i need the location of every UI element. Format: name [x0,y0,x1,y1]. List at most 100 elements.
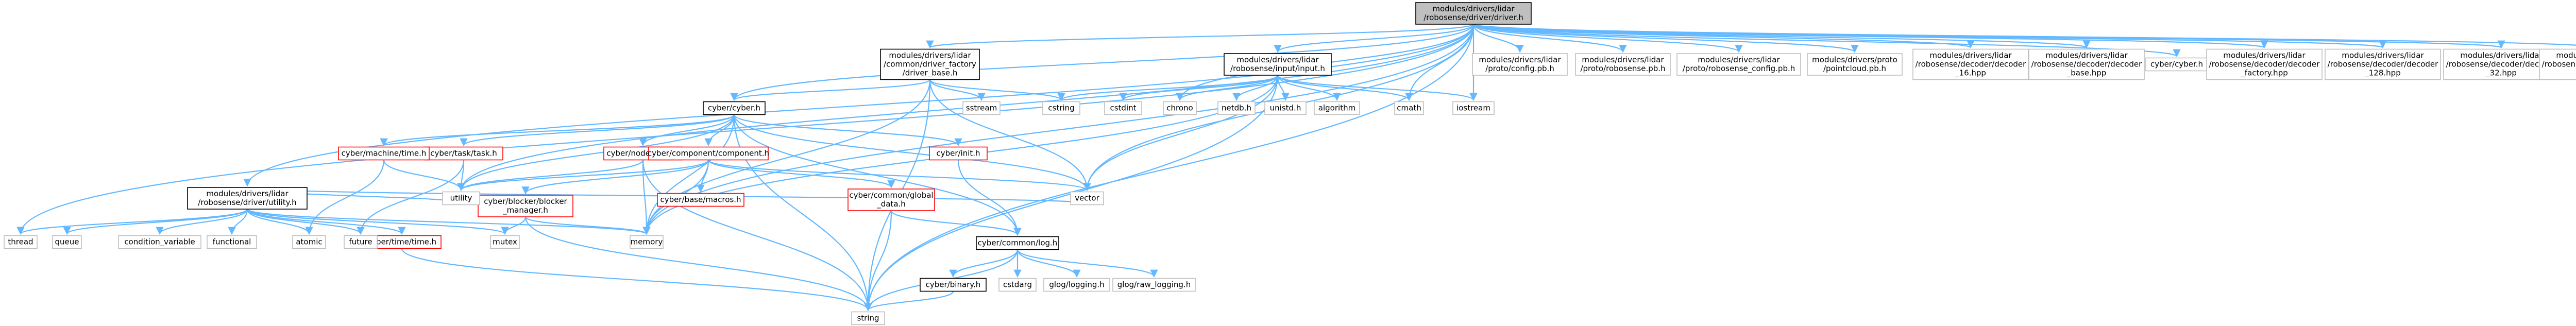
node-cyber_macros[interactable]: cyber/base/macros.h [657,193,744,207]
node-label: thread [8,237,33,247]
edge-component-to-utility [457,159,709,192]
node-label: iostream [1456,104,1490,113]
node-label: vector [1075,194,1099,203]
node-mutex[interactable]: mutex [490,235,520,249]
node-cstring[interactable]: cstring [1042,101,1080,115]
edge-root-to-memory [642,24,1475,235]
node-component[interactable]: cyber/component/component.h [648,146,769,161]
edge-utility_h-to-thread [16,209,248,235]
node-sstream[interactable]: sstream [962,101,1001,115]
node-box [1112,278,1196,292]
node-netdb[interactable]: netdb.h [1217,101,1256,115]
node-pointcloud_pb[interactable]: modules/drivers/proto/pointcloud.pb.h [1807,53,1903,76]
node-cyber_h[interactable]: cyber/cyber.h [703,101,766,115]
edge-root-to-cyber_h [730,24,1475,101]
node-box [1472,53,1568,76]
node-iostream[interactable]: iostream [1452,101,1495,115]
node-atomic[interactable]: atomic [292,235,326,249]
node-box [4,235,38,249]
node-config_pb[interactable]: modules/drivers/lidar/proto/config.pb.h [1472,53,1568,76]
edge-root-to-config_pb [1472,24,1524,53]
node-blocker[interactable]: cyber/blocker/blocker_manager.h [478,195,573,217]
node-box [1415,2,1532,25]
node-string[interactable]: string [851,311,885,325]
node-robosense_pb[interactable]: modules/drivers/lidar/proto/robosense.pb… [1575,53,1671,76]
node-box [630,235,664,249]
node-decoder128[interactable]: modules/drivers/lidar/robosense/decoder/… [2325,48,2441,80]
edge-utility_h-to-memory [246,208,651,235]
node-memory[interactable]: memory [630,235,664,249]
node-label: /proto/robosense.pb.h [1580,64,1665,73]
node-box [703,101,766,115]
node-input_h[interactable]: modules/drivers/lidar/robosense/input/in… [1224,53,1332,76]
node-label: /robosense/decoder/decoder [2328,60,2438,69]
node-box [929,146,988,161]
node-unistd[interactable]: unistd.h [1264,101,1307,115]
node-box [1217,101,1256,115]
node-cyber_task[interactable]: cyber/task/task.h [424,146,503,161]
edge-cyber_h-to-utility [457,114,735,192]
node-box [442,191,480,205]
node-label: /robosense/decoder/decoder [2209,60,2320,69]
node-thread[interactable]: thread [4,235,38,249]
node-statemachine2[interactable]: cyber/machine/time.h [338,146,430,161]
node-label: chrono [1166,104,1193,113]
node-queue[interactable]: queue [52,235,82,249]
node-condvar[interactable]: condition_variable [118,235,201,249]
node-label: modules/drivers/lidar [206,189,289,198]
node-label: cyber/common/log.h [978,238,1058,248]
edge-utility_h-to-mutex [246,208,509,235]
edge-cyber_h-to-memory [642,114,735,235]
node-glog[interactable]: glog/logging.h [1043,278,1110,292]
edge-blocker-to-memory [524,216,651,235]
node-box [962,101,1001,115]
node-cstdint[interactable]: cstdint [1104,101,1142,115]
node-label: cyber/blocker/blocker [484,197,567,206]
node-chrono[interactable]: chrono [1163,101,1197,115]
node-global_data[interactable]: cyber/common/global_data.h [848,188,935,211]
edge-root-to-utility_h [243,24,1475,187]
node-log_h[interactable]: cyber/common/log.h [976,236,1059,250]
edge-root-to-string [864,24,1475,312]
node-label: modules/drivers/lidar [1698,55,1780,64]
node-label: cyber/common/global [849,191,933,200]
node-decoder16[interactable]: modules/drivers/lidar/robosense/decoder/… [1912,48,2029,80]
node-utility[interactable]: utility [442,191,480,205]
node-utility_h[interactable]: modules/drivers/lidar/robosense/driver/u… [187,187,308,210]
node-cstdarg[interactable]: cstdarg [998,278,1037,292]
node-label: cstdint [1110,104,1136,113]
node-cyber_init[interactable]: cyber/init.h [929,146,988,161]
nodes-layer: modules/drivers/lidar/robosense/driver/d… [4,2,2576,325]
node-label: memory [631,237,663,247]
node-cyber_cyber[interactable]: cyber/cyber.h [2145,57,2208,72]
node-cmath[interactable]: cmath [1394,101,1424,115]
node-binary_h[interactable]: cyber/binary.h [920,278,987,292]
node-decoder_factory[interactable]: modules/drivers/lidar/robosense/decoder/… [2206,48,2323,80]
node-decoder_base[interactable]: modules/drivers/lidar/robosense/decoder/… [2028,48,2145,80]
edge-log_h-to-binary_h [949,249,1019,278]
node-label: sstream [966,104,997,113]
node-root[interactable]: modules/drivers/lidar/robosense/driver/d… [1415,2,1532,25]
node-box [1264,101,1307,115]
edge-cyber_h-to-cyber_init [733,114,962,147]
node-algorithm[interactable]: algorithm [1314,101,1360,115]
node-functional[interactable]: functional [207,235,257,249]
node-vector[interactable]: vector [1070,191,1104,205]
node-label: cyber/machine/time.h [342,149,427,158]
node-robosense_config_pb[interactable]: modules/drivers/lidar/proto/robosense_co… [1676,53,1801,76]
edge-factory-to-cyber_h [730,79,931,101]
node-label: /robosense/decoder/decoder [1916,60,2026,69]
node-factory[interactable]: modules/drivers/lidar/common/driver_fact… [880,48,980,80]
node-decoderbp[interactable]: modules/drivers/lidar/robosense/decoder/… [2539,48,2576,80]
edge-input_h-to-algorithm [1277,75,1341,101]
edge-blocker-to-string [524,216,872,312]
node-glog_raw[interactable]: glog/raw_logging.h [1112,278,1196,292]
node-box [920,278,987,292]
node-label: /common/driver_factory [884,60,976,70]
node-box [1042,101,1080,115]
edge-utility_h-to-queue [63,209,248,235]
node-label: utility [450,194,472,203]
edge-root-to-robosense_pb [1472,24,1627,53]
node-future[interactable]: future [344,235,378,249]
edge-root-to-factory [926,23,1475,49]
